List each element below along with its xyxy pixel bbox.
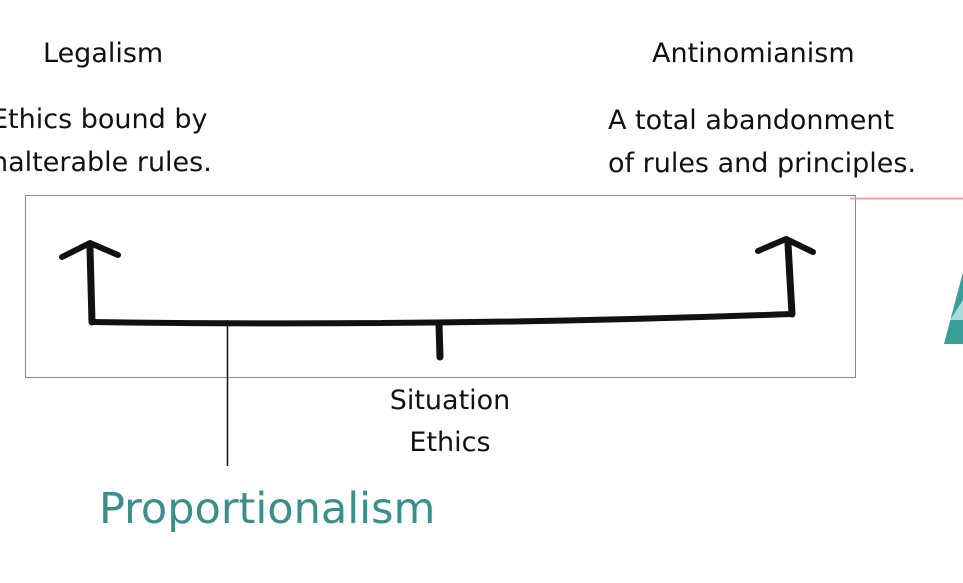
legalism-arrow-icon — [59, 240, 121, 260]
antinomianism-description-line: of rules and principles. — [608, 148, 917, 179]
situation-ethics-line: Situation — [389, 385, 511, 416]
situation-ethics-line: Ethics — [409, 427, 491, 458]
spectrum-frame — [25, 195, 856, 378]
antinomianism-title: Antinomianism — [652, 38, 855, 69]
spectrum-bar — [89, 311, 795, 327]
situation-ethics-tick — [435, 320, 444, 361]
legalism-description: Ethics bound by nalterable rules. — [0, 98, 212, 184]
legalism-description-line: nalterable rules. — [0, 147, 212, 178]
antinomianism-description-line: A total abandonment — [608, 105, 895, 136]
situation-ethics-label: Situation Ethics — [380, 380, 520, 464]
legalism-title: Legalism — [43, 38, 164, 69]
antinomianism-arrow-shaft — [784, 240, 796, 318]
legalism-arrow-shaft — [86, 244, 96, 326]
proportionalism-label: Proportionalism — [99, 484, 436, 534]
antinomianism-arrow-icon — [755, 236, 816, 255]
legalism-description-line: Ethics bound by — [0, 104, 208, 135]
teal-triangle-shape — [944, 272, 963, 344]
antinomianism-description: A total abandonment of rules and princip… — [608, 99, 916, 185]
